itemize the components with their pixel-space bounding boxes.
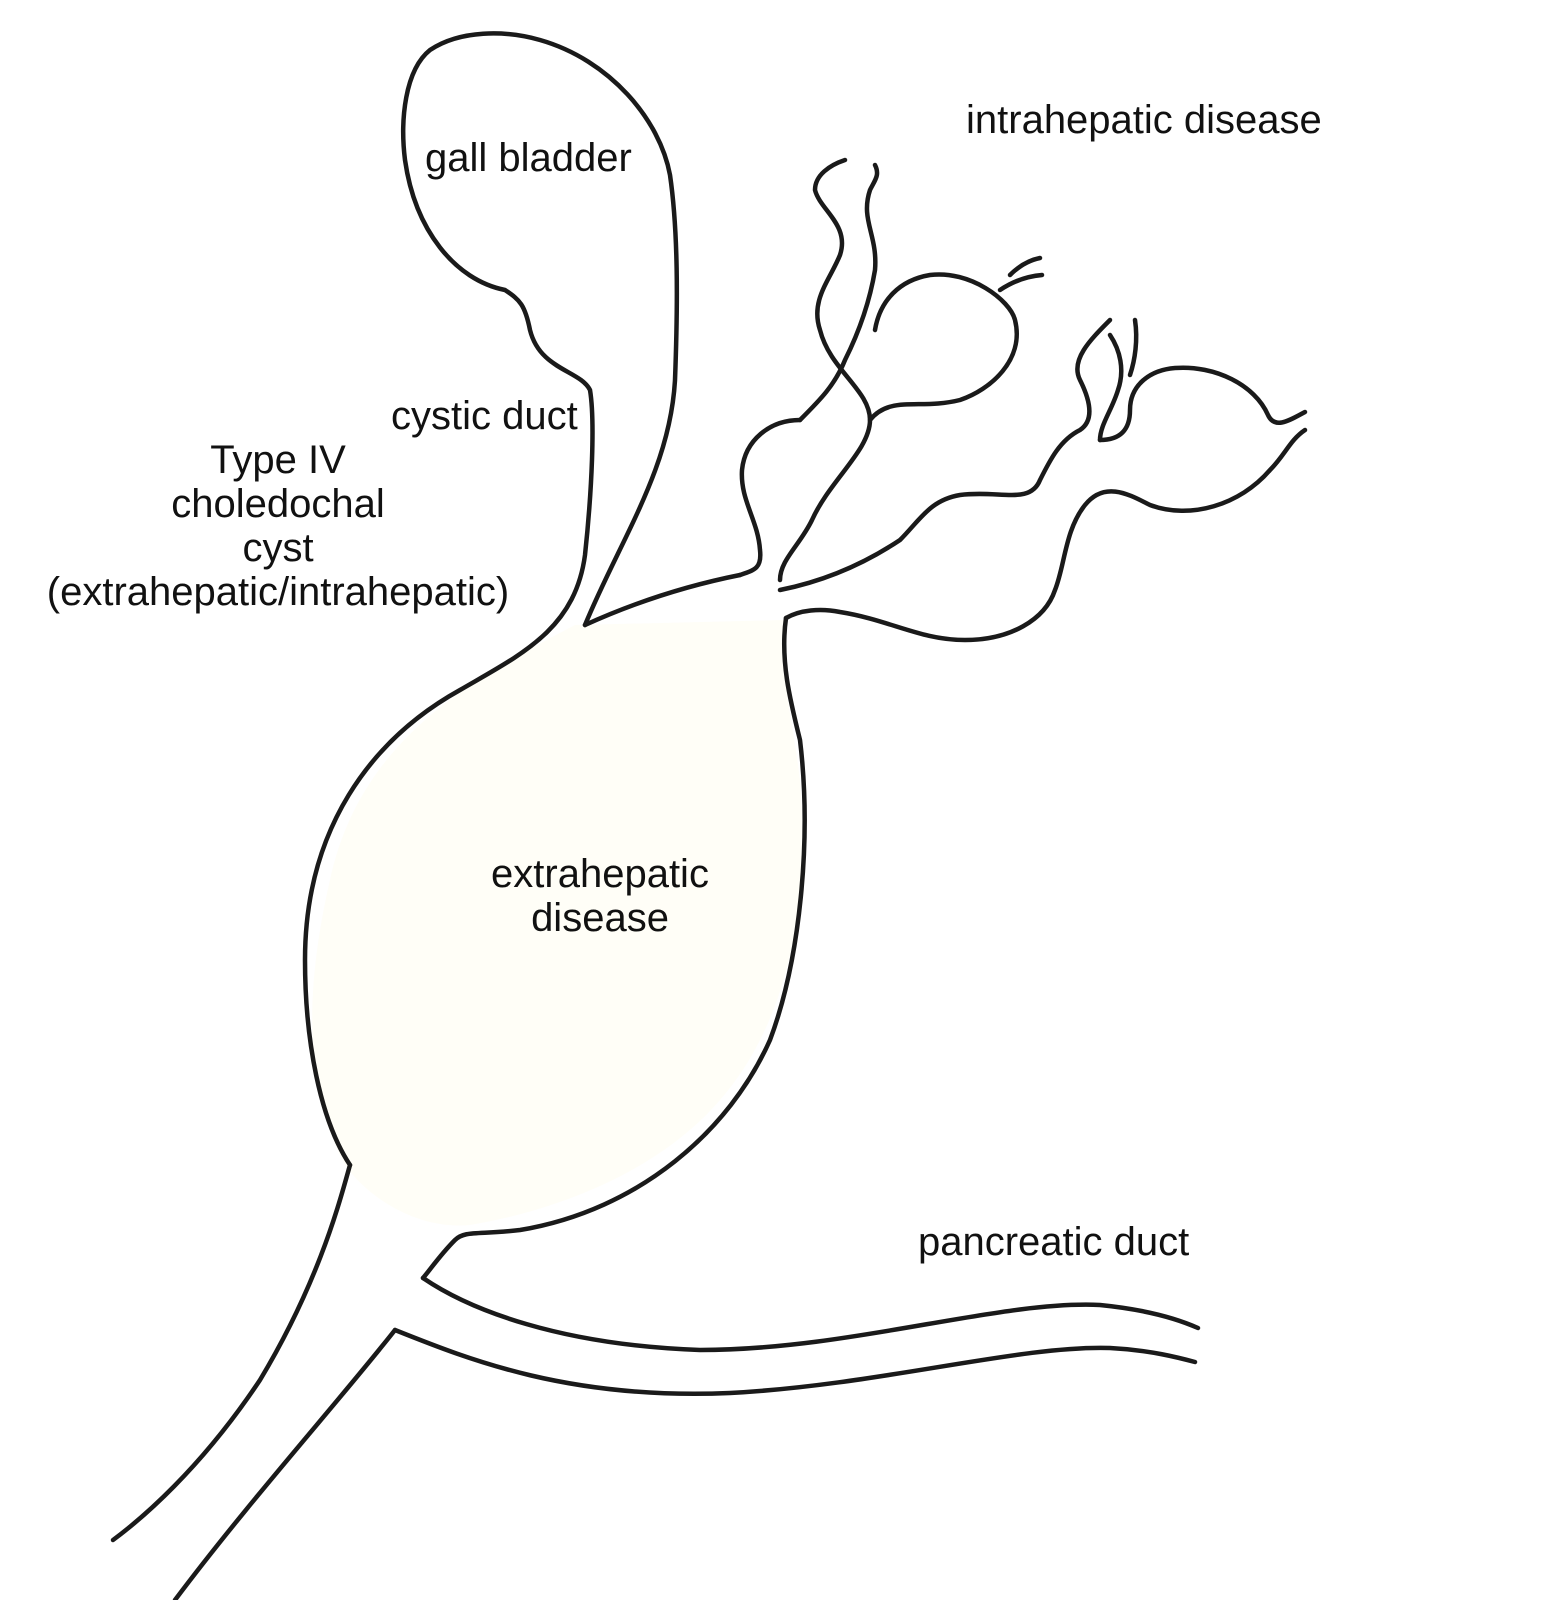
title-line-3: cyst [242, 526, 314, 570]
pancreatic-duct-lower-wall [392, 1327, 1198, 1396]
right-hepatic-branch-upper [777, 317, 1113, 593]
right-hepatic-branch-tip-2 [1127, 317, 1139, 378]
common-bile-duct-right-wall [172, 1327, 398, 1600]
right-hepatic-branch-lower [783, 427, 1308, 643]
title-line-1: Type IV [210, 438, 346, 482]
right-hepatic-branch-upper-inner [1097, 365, 1308, 443]
gall-bladder-outline [302, 31, 680, 1168]
cyst-right-wall [420, 615, 807, 1281]
middle-hepatic-branch [867, 272, 1019, 423]
pancreatic-duct-label: pancreatic duct [918, 1220, 1190, 1264]
left-hepatic-branch-inner [797, 162, 880, 423]
gall-bladder-label: gall bladder [425, 136, 632, 180]
right-hepatic-branch-tip [1097, 332, 1124, 443]
extrahepatic-line-1: extrahepatic [491, 852, 709, 896]
middle-hepatic-branch-tip-lower [997, 272, 1045, 293]
middle-hepatic-branch-tip [1007, 255, 1043, 278]
cyst-lumen-tint [312, 620, 803, 1226]
extrahepatic-disease-label: extrahepatic disease [470, 852, 730, 940]
diagram-title: Type IV choledochal cyst (extrahepatic/i… [28, 438, 528, 614]
title-line-2: choledochal [171, 482, 385, 526]
hepatic-duct-junction [737, 417, 803, 578]
left-hepatic-branch [777, 157, 873, 583]
cyst-right-upper-wall [582, 572, 743, 628]
title-line-4: (extrahepatic/intrahepatic) [46, 570, 510, 614]
extrahepatic-line-2: disease [531, 896, 669, 940]
cystic-duct-label: cystic duct [391, 394, 578, 438]
common-bile-duct-left-wall [110, 1162, 353, 1543]
intrahepatic-disease-label: intrahepatic disease [966, 98, 1322, 142]
pancreatic-duct-upper-wall [420, 1275, 1201, 1353]
